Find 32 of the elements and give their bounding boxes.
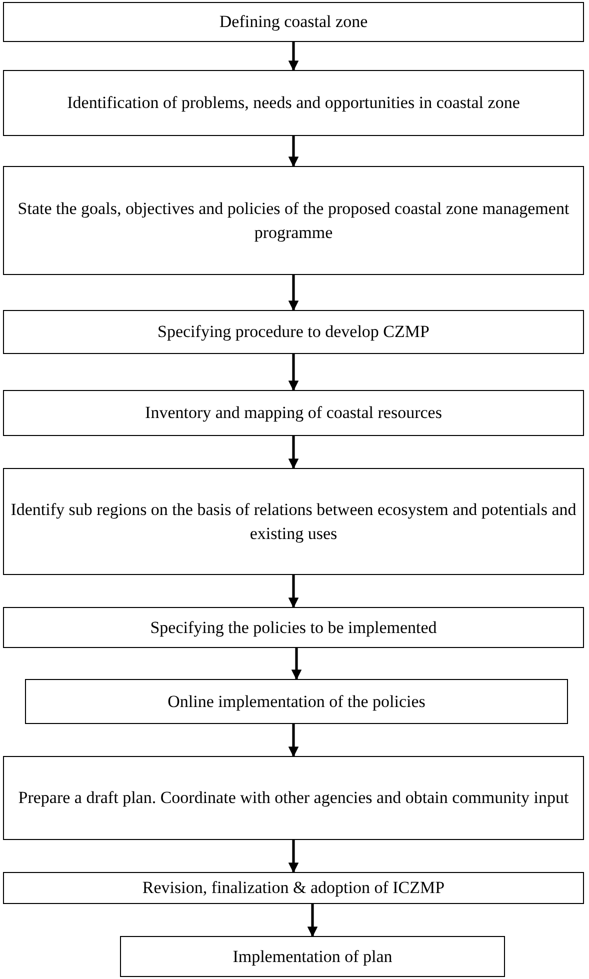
- process-box: [3, 756, 584, 840]
- process-box: [3, 70, 584, 136]
- step-text: Specifying the policies to be implemented: [150, 616, 437, 639]
- step-text: Revision, finalization & adoption of ICZMP: [142, 877, 445, 900]
- step-text: Specifying procedure to develop CZMP: [158, 321, 430, 344]
- arrow: [307, 904, 318, 938]
- arrow: [288, 136, 299, 168]
- arrow: [291, 648, 302, 680]
- process-box: [3, 468, 584, 575]
- arrow: [288, 354, 299, 392]
- arrow: [288, 42, 299, 72]
- arrow: [288, 724, 299, 758]
- process-box: [3, 2, 584, 42]
- step-text: Identify sub regions on the basis of relations between ecosystem and potentials and existing uses: [10, 498, 578, 545]
- process-box: [3, 607, 584, 648]
- step-text: Implementation of plan: [232, 946, 392, 968]
- arrow: [288, 575, 299, 608]
- arrow: [288, 840, 299, 874]
- step-text: Inventory and mapping of coastal resources: [145, 402, 442, 424]
- arrow: [288, 275, 299, 312]
- process-box: [3, 390, 584, 436]
- step-text: Identification of problems, needs and opportunities in coastal zone: [67, 92, 520, 114]
- step-text: Prepare a draft plan. Coordinate with other agencies and obtain community input: [18, 787, 569, 810]
- step-text: Online implementation of the policies: [168, 690, 426, 713]
- process-box: [3, 310, 584, 354]
- arrow: [288, 436, 299, 470]
- process-box: [25, 679, 568, 724]
- step-text: State the goals, objectives and policies of the proposed coastal zone management programme: [16, 198, 570, 244]
- step-text: Defining coastal zone: [219, 11, 368, 34]
- process-box: [3, 872, 584, 904]
- process-box: [3, 166, 584, 275]
- process-box: [120, 936, 505, 977]
